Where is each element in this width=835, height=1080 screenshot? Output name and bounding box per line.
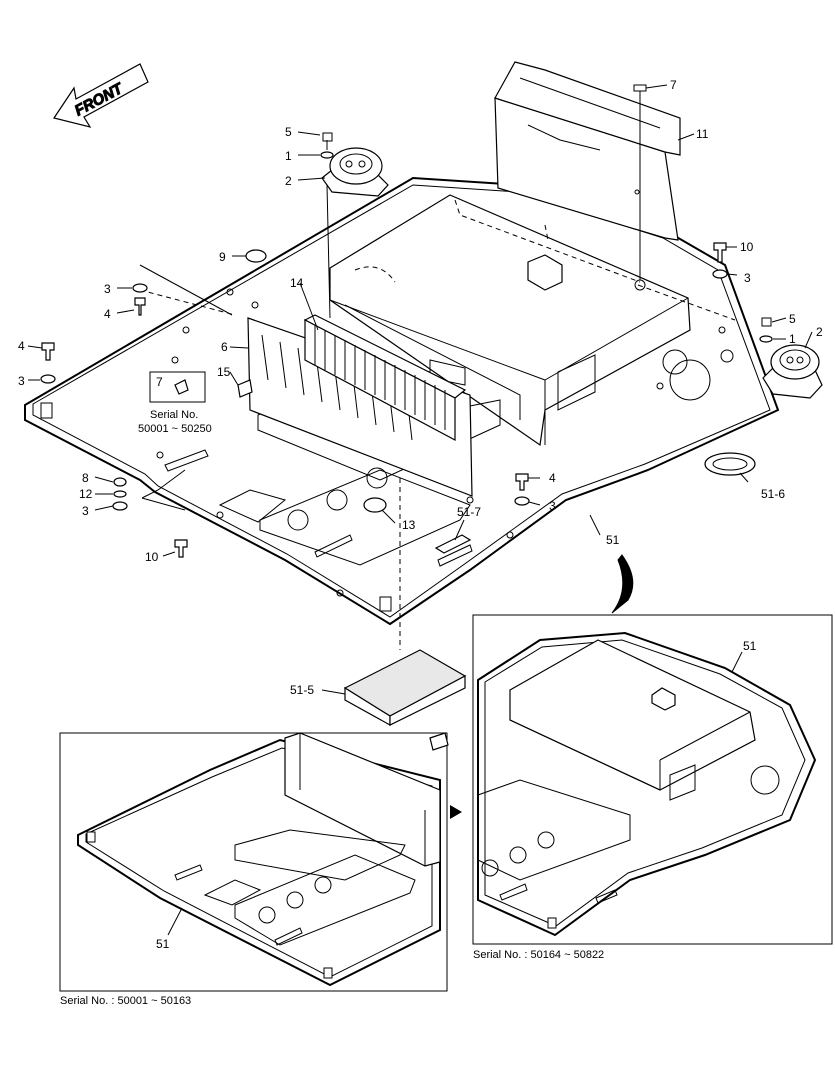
label-51-5: 51-5: [290, 683, 314, 697]
leader-lines: [27, 84, 813, 695]
label-7-box: 7: [156, 375, 163, 389]
label-2-right: 2: [816, 325, 823, 339]
transition-arrow: [611, 554, 634, 614]
inset-right-caption: Serial No. : 50164 ~ 50822: [473, 949, 604, 961]
label-7-top: 7: [670, 78, 677, 92]
label-14: 14: [290, 276, 304, 290]
label-51-inset-left: 51: [156, 937, 170, 951]
part-labels: 5 1 2 7 11 10 3 5 1 2 9 3 4 14 4 3 6 7 1…: [18, 78, 823, 951]
block-51-5: [343, 649, 467, 727]
front-arrow: FRONT: [53, 63, 149, 128]
isolator-left: [320, 132, 389, 319]
label-11: 11: [696, 127, 709, 141]
inset-right: [472, 614, 833, 945]
label-5-top: 5: [285, 125, 292, 139]
radiator: [303, 314, 467, 441]
serial-small-line2: 50001 ~ 50250: [138, 423, 212, 435]
duct: [494, 61, 681, 241]
ring-51-6: [704, 452, 756, 476]
label-4-a: 4: [104, 307, 111, 321]
front-label: FRONT: [72, 79, 127, 119]
label-15: 15: [217, 365, 231, 379]
label-3-a: 3: [104, 282, 111, 296]
label-13: 13: [402, 518, 416, 532]
label-51-6: 51-6: [761, 487, 785, 501]
label-12: 12: [79, 487, 93, 501]
isolator-right: [759, 317, 823, 399]
small-parts: [40, 140, 728, 558]
label-5-right: 5: [789, 312, 796, 326]
label-9: 9: [219, 250, 226, 264]
serial-small-callout: Serial No. 50001 ~ 50250: [138, 371, 212, 435]
inset-left-caption: Serial No. : 50001 ~ 50163: [60, 995, 191, 1007]
label-10-bottom: 10: [145, 550, 159, 564]
label-10-right: 10: [740, 240, 754, 254]
label-51: 51: [606, 533, 620, 547]
label-51-7: 51-7: [457, 505, 481, 519]
cover-box: [329, 194, 734, 447]
label-51-inset-right: 51: [743, 639, 757, 653]
label-3-c: 3: [82, 504, 89, 518]
label-3-right: 3: [744, 271, 751, 285]
label-4-c: 4: [549, 471, 556, 485]
label-6: 6: [221, 340, 228, 354]
label-1-top: 1: [285, 149, 292, 163]
label-3-b: 3: [18, 374, 25, 388]
label-8: 8: [82, 471, 89, 485]
label-1-right: 1: [789, 332, 796, 346]
label-3-d: 3: [549, 499, 556, 513]
label-2-top: 2: [285, 174, 292, 188]
label-4-b: 4: [18, 339, 25, 353]
inset-left: [59, 732, 462, 992]
serial-small-line1: Serial No.: [150, 409, 198, 421]
